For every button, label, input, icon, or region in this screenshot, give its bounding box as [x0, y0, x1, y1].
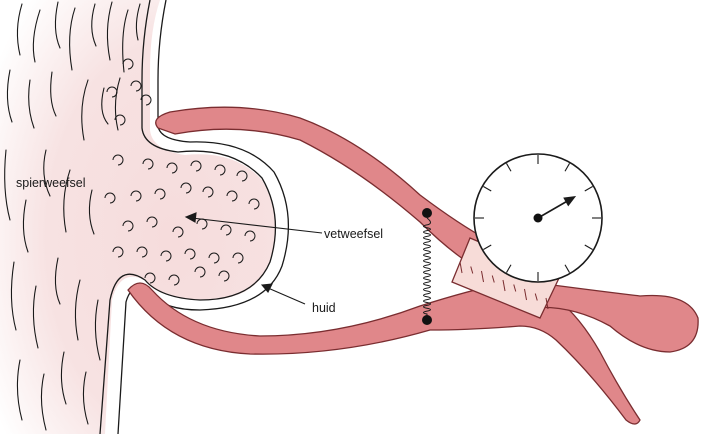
dial-tick	[483, 244, 492, 250]
collar-tick	[502, 279, 506, 292]
dial-hub	[533, 213, 543, 223]
fat-leader-arrowhead	[184, 212, 197, 223]
dial-tick	[584, 244, 593, 250]
collar-tick	[481, 270, 484, 283]
caliper-upper-pin	[422, 208, 432, 218]
fat-lobule	[160, 250, 172, 262]
fat-lobule	[142, 158, 154, 170]
fat-lobule	[130, 190, 142, 202]
fat-lobule	[214, 164, 226, 176]
fat-lobule	[218, 270, 230, 282]
fat-lobule	[194, 266, 206, 278]
fat-lobule	[144, 272, 156, 284]
leader-lines	[184, 212, 323, 305]
fat-lobule	[114, 114, 126, 126]
fat-lobule	[208, 252, 220, 264]
fat-lobule	[112, 154, 124, 166]
dial-tick	[564, 264, 570, 273]
collar-tick	[545, 297, 549, 310]
fat-leader-line	[191, 217, 323, 234]
caliper-spring	[423, 217, 431, 316]
fat-lobule	[130, 80, 142, 92]
fat-lobule	[244, 230, 256, 242]
fat-lobule	[168, 274, 180, 286]
dial-tick	[483, 186, 492, 192]
caliper-lower-pin	[422, 315, 432, 325]
fat-lobule	[236, 170, 248, 182]
fat-lobule	[104, 192, 116, 204]
fat-lobule	[196, 218, 208, 230]
tissue-mass	[0, 0, 275, 434]
dial-needle-arrowhead	[563, 196, 577, 207]
dial-tick	[584, 186, 593, 192]
muscle-tissue	[0, 0, 275, 434]
skinfold-caliper	[127, 106, 699, 425]
fat-lobule	[226, 190, 238, 202]
skin-leader-line	[267, 287, 306, 305]
muscle-fibres	[4, 1, 141, 431]
fat-lobule	[190, 160, 202, 172]
label-fat: vetweefsel	[324, 227, 383, 241]
fat-lobule	[180, 182, 192, 194]
fat-lobule	[172, 226, 184, 238]
dial-gauge	[473, 153, 603, 283]
fat-lobule	[146, 216, 158, 228]
dial-tick	[506, 163, 512, 172]
fat-lobules	[104, 58, 260, 286]
caliper-lower-arm	[127, 281, 641, 425]
fat-lobule	[122, 58, 134, 70]
dial-tick	[564, 163, 570, 172]
caliper-lever-handle	[529, 281, 699, 353]
fat-lobule	[112, 246, 124, 258]
label-muscle: spierweefsel	[16, 176, 85, 190]
collar-tick	[513, 284, 517, 292]
collar-tick	[524, 288, 527, 301]
dial-needle	[537, 199, 570, 219]
collar-tick	[459, 261, 463, 274]
label-skin: huid	[312, 301, 336, 315]
collar-tick	[491, 275, 495, 283]
fat-lobule	[232, 252, 244, 264]
dial-tick	[506, 264, 512, 273]
fat-lobule	[136, 246, 148, 258]
fat-lobule	[140, 94, 152, 106]
fat-lobule	[106, 86, 118, 98]
fat-lobule	[220, 224, 232, 236]
collar-tick	[534, 293, 538, 301]
fat-lobule	[202, 186, 214, 198]
fat-lobule	[154, 188, 166, 200]
caliper-upper-arm	[155, 106, 489, 269]
fat-lobule	[184, 248, 196, 260]
dial-ticks	[475, 155, 601, 281]
fat-lobule	[248, 198, 260, 210]
collar-tick	[470, 266, 474, 274]
skin-inner-line	[99, 0, 277, 434]
fat-lobule	[166, 162, 178, 174]
skin-leader-arrowhead	[260, 283, 273, 293]
fat-lobule	[122, 220, 134, 232]
